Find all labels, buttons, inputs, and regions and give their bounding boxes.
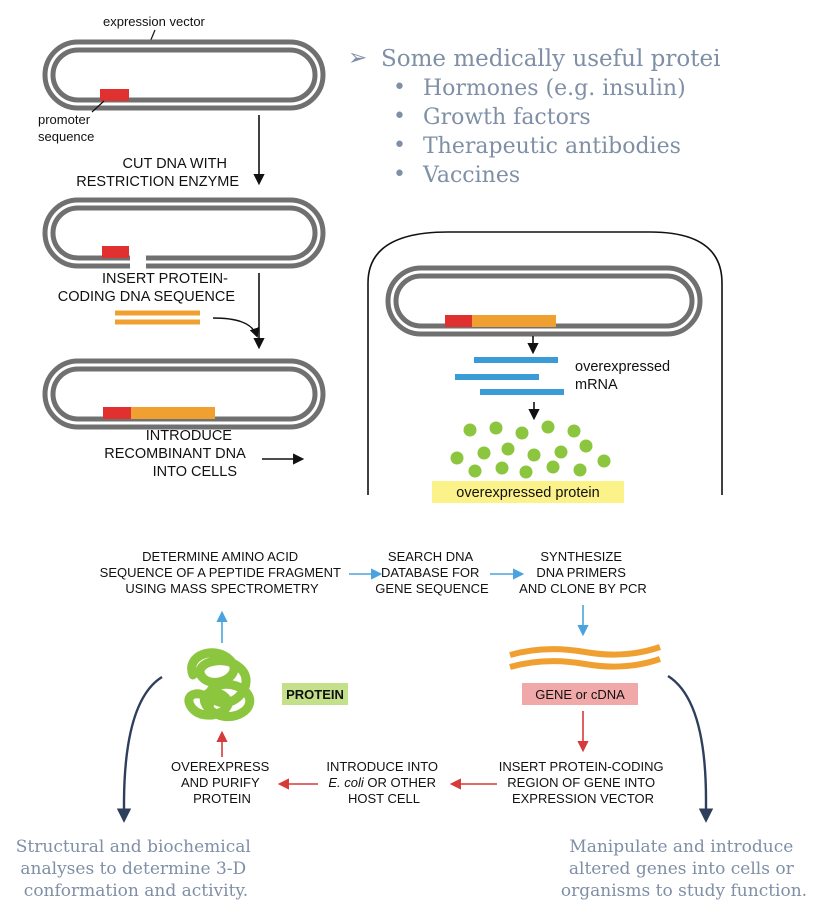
plasmid-outer-strand bbox=[42, 39, 326, 111]
protein-dot bbox=[501, 442, 515, 456]
cut-dna-step: CUT DNA WITH RESTRICTION ENZYME bbox=[76, 156, 239, 190]
cut-plasmid-promoter bbox=[102, 246, 129, 258]
protein-dot bbox=[489, 421, 503, 435]
plasmid-recombinant bbox=[42, 358, 326, 430]
protein-dot bbox=[477, 446, 491, 460]
protein-ribbon bbox=[184, 648, 255, 722]
insert-step: INSERT PROTEIN- CODING DNA SEQUENCE bbox=[58, 271, 236, 305]
determine-amino-acid-step: DETERMINE AMINO ACID SEQUENCE OF A PEPTI… bbox=[100, 549, 345, 596]
protein-dot bbox=[541, 420, 555, 434]
vector-construction: expression vector promoter sequence CUT … bbox=[38, 14, 326, 480]
protein-dot bbox=[567, 424, 581, 438]
arrow-to-structural-analyses bbox=[116, 675, 163, 823]
cdna-strand-top bbox=[509, 644, 661, 658]
search-database-step: SEARCH DNA DATABASE FOR GENE SEQUENCE bbox=[375, 549, 489, 596]
bullet-item-growth-factors: Growth factors bbox=[423, 105, 591, 130]
protein-dot bbox=[546, 460, 560, 474]
bullet-dot-2: • bbox=[393, 104, 406, 129]
bullet-dot-1: • bbox=[393, 75, 406, 100]
promoter-label-pointer bbox=[91, 100, 105, 113]
promoter-label: promoter sequence bbox=[38, 112, 94, 144]
protein-dot bbox=[463, 423, 477, 437]
cdna-strand-bottom bbox=[509, 656, 661, 670]
host-cell: overexpressed mRNA overexpressed protein bbox=[367, 231, 723, 503]
protein-dot bbox=[519, 465, 533, 479]
structural-analyses-note: Structural and biochemical analyses to d… bbox=[16, 837, 256, 901]
bullet-list: ➢ Some medically useful protei • Hormone… bbox=[348, 45, 720, 188]
insert-join-arrow bbox=[212, 317, 259, 338]
cell-membrane bbox=[367, 231, 723, 495]
overexpressed-protein-tag bbox=[432, 481, 624, 503]
overexpress-step: OVEREXPRESS AND PURIFY PROTEIN bbox=[171, 759, 273, 806]
gene-tag bbox=[522, 683, 638, 705]
cut-gap bbox=[130, 236, 146, 270]
plasmid-cut bbox=[42, 197, 326, 270]
protein-dot bbox=[468, 464, 482, 478]
mrna-strands bbox=[455, 357, 564, 395]
insert-dna bbox=[115, 310, 200, 325]
cell-plasmid-insert bbox=[472, 315, 556, 327]
protein-tag bbox=[282, 683, 348, 705]
protein-dot bbox=[573, 463, 587, 477]
protein-dot bbox=[450, 451, 464, 465]
bullet-dot-3: • bbox=[393, 133, 406, 158]
cut-plasmid-inner-strand bbox=[50, 205, 318, 261]
recombinant-promoter bbox=[103, 407, 131, 419]
bullet-dot-4: • bbox=[393, 162, 406, 187]
cell-plasmid bbox=[385, 265, 703, 337]
introduce-step: INTRODUCE RECOMBINANT DNA INTO CELLS bbox=[104, 428, 249, 480]
research-cycle: DETERMINE AMINO ACID SEQUENCE OF A PEPTI… bbox=[100, 549, 714, 823]
recombinant-outer-strand bbox=[42, 358, 326, 430]
protein-dot bbox=[527, 448, 541, 462]
bullet-arrow: ➢ bbox=[348, 45, 367, 71]
bullet-item-vaccines: Vaccines bbox=[422, 163, 520, 188]
protein-icon bbox=[184, 648, 255, 722]
synthesize-primers-step: SYNTHESIZE DNA PRIMERS AND CLONE BY PCR bbox=[519, 549, 647, 596]
gene-tag-label: GENE or cDNA bbox=[535, 687, 625, 702]
cell-plasmid-promoter bbox=[445, 315, 472, 327]
bullet-item-antibodies: Therapeutic antibodies bbox=[423, 134, 681, 159]
protein-dot bbox=[579, 439, 593, 453]
protein-dot bbox=[597, 454, 611, 468]
protein-dot bbox=[495, 461, 509, 475]
protein-dot bbox=[515, 426, 529, 440]
insert-region-step: INSERT PROTEIN-CODING REGION OF GENE INT… bbox=[499, 759, 668, 806]
cell-plasmid-outer-strand bbox=[385, 265, 703, 337]
protein-dot bbox=[554, 445, 568, 459]
overexpressed-protein-label: overexpressed protein bbox=[456, 485, 599, 501]
plasmid-inner-strand bbox=[50, 47, 318, 103]
promoter-segment bbox=[100, 89, 129, 101]
bullet-heading: Some medically useful protei bbox=[381, 46, 720, 72]
recombinant-insert bbox=[131, 407, 215, 419]
introduce-host-step: INTRODUCE INTO E. coli OR OTHER HOST CEL… bbox=[326, 759, 441, 806]
expression-vector-label: expression vector bbox=[103, 14, 206, 29]
plasmid-initial bbox=[42, 39, 326, 111]
bullet-item-hormones: Hormones (e.g. insulin) bbox=[423, 76, 686, 101]
protein-dots bbox=[450, 420, 611, 479]
manipulate-genes-note: Manipulate and introduce altered genes i… bbox=[561, 837, 807, 901]
cut-plasmid-outer-strand bbox=[42, 197, 326, 269]
mrna-label: overexpressed mRNA bbox=[575, 359, 674, 393]
arrow-to-manipulate-genes bbox=[667, 674, 714, 823]
cdna-strands bbox=[509, 644, 661, 670]
protein-tag-label: PROTEIN bbox=[286, 687, 344, 702]
